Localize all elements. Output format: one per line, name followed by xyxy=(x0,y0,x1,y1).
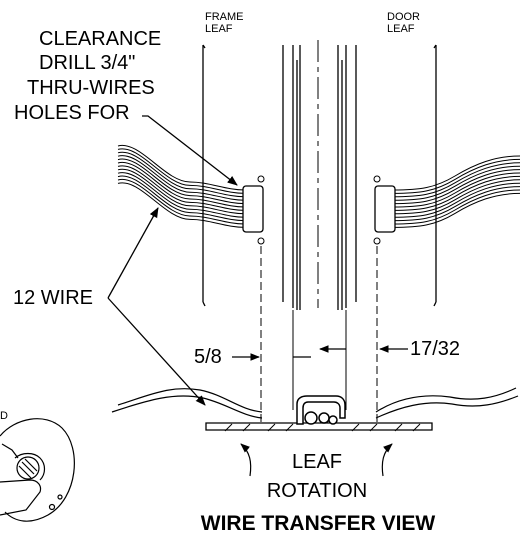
door-leaf-panel xyxy=(337,44,437,310)
wire-right-5 xyxy=(392,169,521,205)
wire-right-2 xyxy=(392,158,521,194)
clearance-note-line-2: DRILL 3/4" xyxy=(39,52,135,74)
leaf-edge-lines xyxy=(292,310,347,410)
clearance-note: CLEARANCE DRILL 3/4" THRU-WIRES HOLES FO… xyxy=(14,28,161,124)
leaf-rotation-line-1: LEAF xyxy=(292,451,342,473)
wire-left-5 xyxy=(117,158,246,205)
left-top-hole xyxy=(257,175,265,183)
section-plate xyxy=(205,422,433,431)
dimension-arrows xyxy=(232,345,408,361)
wire-left-2 xyxy=(117,148,246,194)
clearance-note-line-3: THRU-WIRES xyxy=(27,77,155,99)
left-bottom-hole xyxy=(257,237,265,245)
door-leaf-line-2: LEAF xyxy=(387,23,415,35)
wire-right-8 xyxy=(392,179,521,215)
wire-right-3 xyxy=(392,162,521,198)
wire-left-6 xyxy=(117,162,246,208)
frame-leaf-panel xyxy=(202,44,301,310)
wire-left-3 xyxy=(117,151,246,198)
frame-leaf-label: FRAME LEAF xyxy=(205,11,244,35)
leaf-rotation-label: LEAF ROTATION xyxy=(267,451,367,502)
hinge-detail-callout xyxy=(0,418,75,522)
leaf-rotation-line-2: ROTATION xyxy=(267,480,367,502)
wire-right-7 xyxy=(392,175,521,211)
wire-right-11 xyxy=(392,189,521,225)
leader-arrows xyxy=(107,115,238,406)
wire-left-11 xyxy=(117,179,246,225)
wire-left-8 xyxy=(117,168,246,215)
hinge-knuckle xyxy=(296,395,346,425)
right-top-hole xyxy=(373,175,381,183)
cut-off-label: D xyxy=(0,410,8,422)
section-wire-curves xyxy=(111,387,519,419)
section-hatch xyxy=(224,423,421,432)
wire-right-9 xyxy=(392,182,521,218)
door-leaf-line-1: DOOR xyxy=(387,11,420,23)
wire-left-12 xyxy=(117,182,246,228)
wire-count-label: 12 WIRE xyxy=(13,287,93,309)
dimension-right-label: 17/32 xyxy=(410,338,460,360)
wire-left-10 xyxy=(117,175,246,222)
wire-bundle-left xyxy=(117,145,246,228)
view-title: WIRE TRANSFER VIEW xyxy=(201,512,436,535)
wire-left-1 xyxy=(117,145,246,191)
wire-left-4 xyxy=(117,155,246,201)
dimension-left-label: 5/8 xyxy=(194,346,222,368)
wire-left-7 xyxy=(117,165,246,211)
wire-left-9 xyxy=(117,172,246,218)
wire-right-10 xyxy=(392,186,521,222)
right-bottom-hole xyxy=(373,237,381,245)
wire-right-1 xyxy=(392,155,521,191)
clearance-note-line-1: CLEARANCE xyxy=(39,28,161,50)
door-leaf-label: DOOR LEAF xyxy=(387,11,420,35)
wire-right-6 xyxy=(392,172,521,208)
right-wire-grommet xyxy=(374,185,396,233)
wire-right-12 xyxy=(392,192,521,228)
wire-right-4 xyxy=(392,165,521,201)
clearance-note-line-4: HOLES FOR xyxy=(14,102,130,124)
extension-lines xyxy=(260,246,378,428)
wire-bundle-right xyxy=(392,155,521,228)
frame-leaf-line-1: FRAME xyxy=(205,11,244,23)
frame-leaf-line-2: LEAF xyxy=(205,23,233,35)
left-wire-grommet xyxy=(242,185,264,233)
leaf-rotation-arcs xyxy=(240,443,393,477)
